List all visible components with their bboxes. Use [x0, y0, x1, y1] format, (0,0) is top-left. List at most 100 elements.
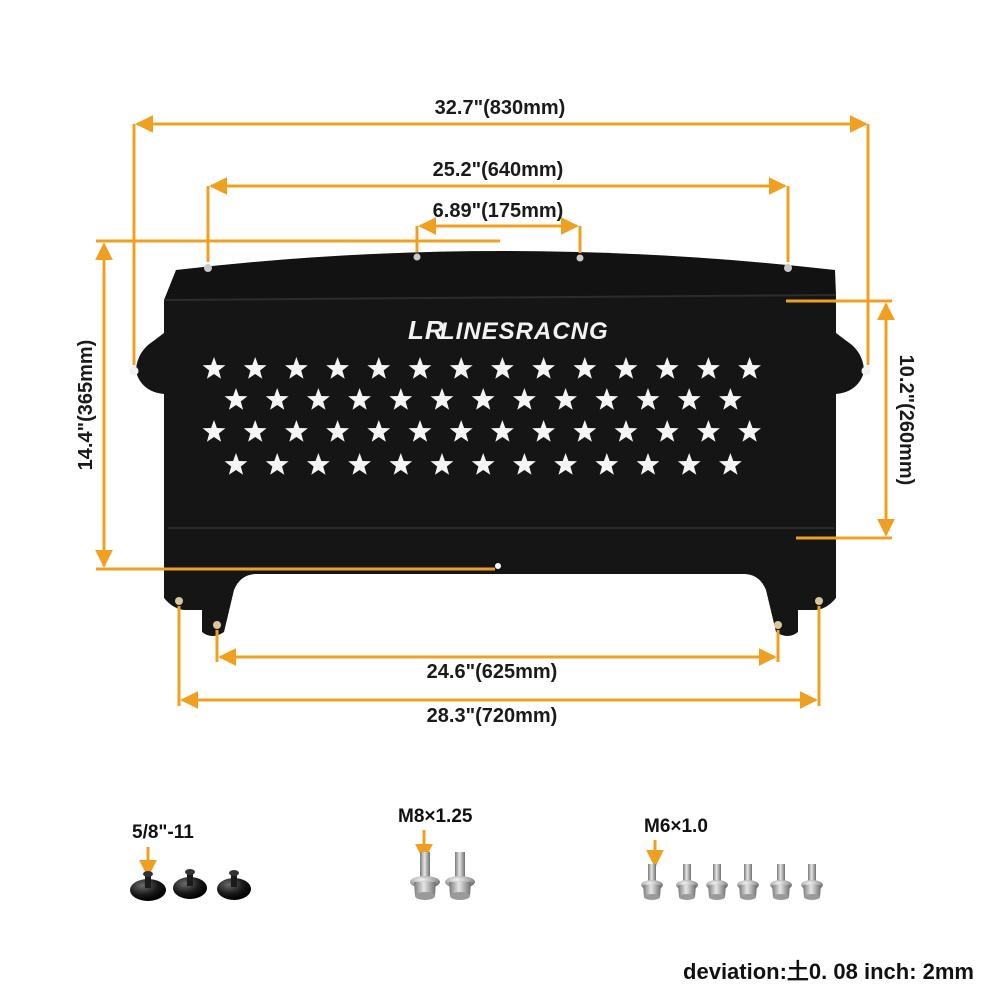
plate-main-panel: [136, 295, 864, 636]
star-cutout: [491, 357, 514, 379]
mount-hole: [213, 621, 221, 629]
star-cutout: [532, 420, 555, 442]
star-cutout: [243, 420, 267, 442]
black-flange-screw: [173, 869, 207, 899]
star-cutout: [573, 420, 597, 442]
plate-bend-line: [163, 294, 837, 301]
star-cutout: [285, 357, 308, 379]
star-cutout: [367, 357, 391, 379]
mount-hole: [495, 563, 501, 569]
star-cutout: [532, 357, 555, 379]
dim-label-overall-width: 32.7"(830mm): [435, 97, 566, 119]
star-cutout: [697, 420, 720, 442]
hardware-group-m6: M6×1.0: [641, 816, 823, 900]
hardware-label: M6×1.0: [644, 816, 708, 837]
deviation-note: deviation:土0. 08 inch: 2mm: [683, 959, 974, 984]
star-cutout: [491, 420, 514, 442]
flange-bolt: [737, 864, 759, 900]
hardware-label: 5/8"-11: [132, 822, 194, 843]
star-cutout: [224, 453, 248, 475]
star-cutout: [677, 453, 701, 475]
black-flange-screw: [217, 870, 251, 900]
star-cutout: [677, 388, 701, 410]
hardware-group-m8: M8×1.25: [398, 806, 475, 900]
star-cutout: [719, 388, 742, 410]
dimension-lines: [95, 115, 895, 709]
star-cutout: [513, 388, 536, 410]
star-cutout: [573, 357, 597, 379]
star-cutout: [243, 357, 267, 379]
black-flange-screw: [130, 871, 166, 901]
mount-hole: [204, 264, 212, 272]
star-cutout: [595, 388, 619, 410]
hardware-label: M8×1.25: [398, 806, 473, 827]
flange-bolt: [706, 864, 728, 900]
star-cutout: [326, 357, 349, 379]
star-cutout: [265, 453, 289, 475]
flange-bolt: [445, 852, 475, 900]
dim-label-bottom-outer: 28.3"(720mm): [427, 705, 558, 727]
star-cutout: [655, 420, 679, 442]
star-cutout: [285, 420, 308, 442]
star-cutout: [348, 388, 371, 410]
star-cutout: [367, 420, 391, 442]
flange-bolt: [410, 852, 440, 900]
skid-plate: LR LINESRACNG: [129, 251, 871, 636]
mount-hole: [129, 366, 139, 376]
star-cutout: [307, 388, 330, 410]
star-cutouts: [202, 357, 761, 475]
dim-label-bottom-inner: 24.6"(625mm): [427, 661, 558, 683]
star-cutout: [224, 388, 248, 410]
brand-logo: LR LINESRACNG: [408, 315, 609, 345]
mount-hole: [861, 366, 871, 376]
dim-label-top-holes: 25.2"(640mm): [433, 159, 564, 181]
star-cutout: [614, 357, 638, 379]
mount-hole: [175, 597, 183, 605]
star-cutout: [348, 453, 371, 475]
brand-logo-mark: LR: [408, 315, 445, 345]
star-cutout: [595, 453, 619, 475]
mount-hole: [784, 264, 792, 272]
brand-name: LINESRACNG: [440, 318, 609, 345]
star-cutout: [202, 357, 226, 379]
star-cutout: [471, 388, 495, 410]
dim-label-center-holes: 6.89"(175mm): [433, 200, 564, 222]
hardware-group-5-8-11: 5/8"-11: [130, 822, 251, 901]
star-cutout: [430, 388, 454, 410]
star-cutout: [408, 357, 432, 379]
star-cutout: [449, 357, 473, 379]
star-cutout: [202, 420, 226, 442]
star-cutout: [697, 357, 720, 379]
flange-bolt: [641, 864, 663, 900]
star-cutout: [326, 420, 349, 442]
star-cutout: [408, 420, 432, 442]
star-cutout: [719, 453, 742, 475]
star-cutout: [430, 453, 454, 475]
star-cutout: [389, 453, 413, 475]
star-cutout: [449, 420, 473, 442]
star-cutout: [738, 420, 761, 442]
flange-bolt: [676, 864, 698, 900]
star-cutout: [636, 453, 660, 475]
star-cutout: [513, 453, 536, 475]
star-cutout: [738, 357, 761, 379]
star-cutout: [614, 420, 638, 442]
hardware-set: 5/8"-11: [130, 806, 823, 901]
dimension-labels: 32.7"(830mm) 25.2"(640mm) 6.89"(175mm) 1…: [75, 97, 917, 727]
star-cutout: [636, 388, 660, 410]
star-cutout: [307, 453, 330, 475]
star-cutout: [554, 388, 577, 410]
star-cutout: [471, 453, 495, 475]
flange-bolt: [770, 864, 792, 900]
mount-hole: [815, 597, 823, 605]
star-cutout: [655, 357, 679, 379]
flange-bolt: [801, 864, 823, 900]
dim-label-overall-height: 14.4"(365mm): [75, 340, 97, 471]
mount-hole: [774, 621, 782, 629]
dim-label-panel-height: 10.2"(260mm): [895, 355, 917, 486]
plate-top-strip: [164, 251, 836, 300]
mount-hole: [576, 254, 584, 262]
star-cutout: [389, 388, 413, 410]
